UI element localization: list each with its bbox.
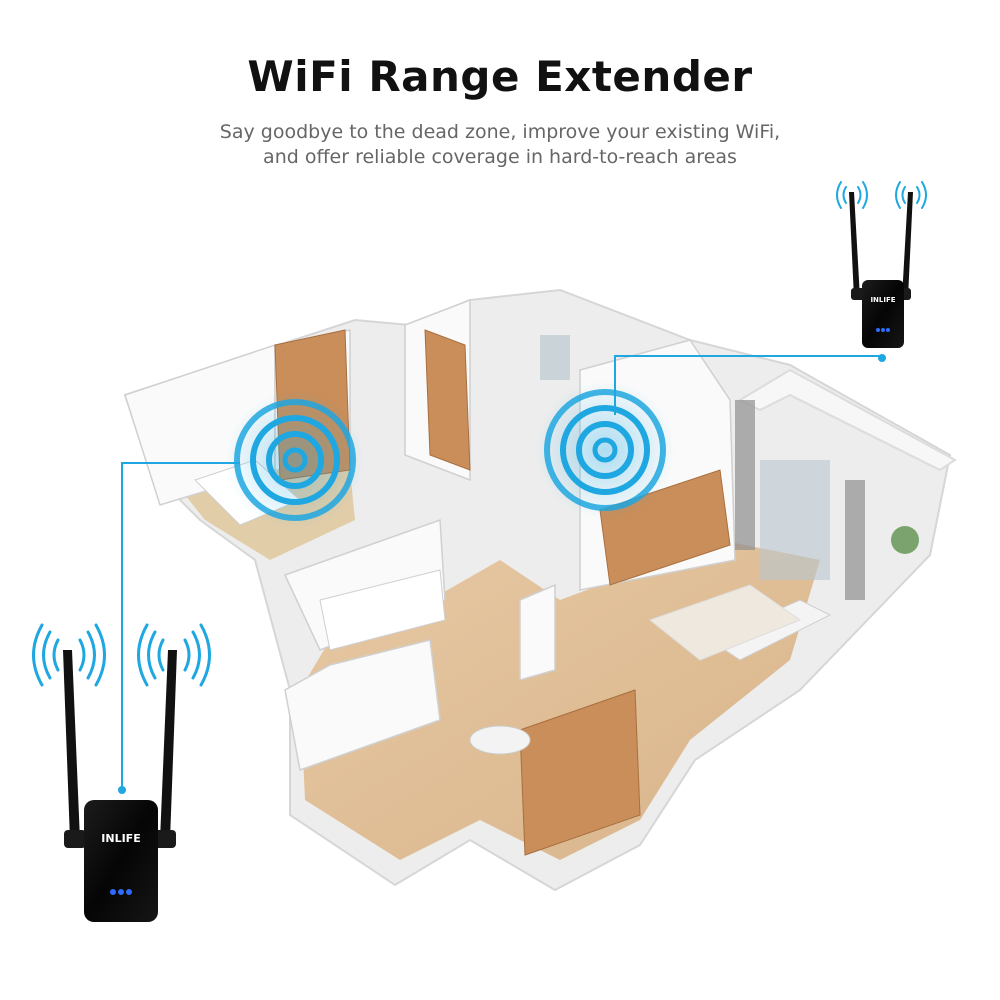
page-subtitle: Say goodbye to the dead zone, improve yo… — [0, 120, 1000, 170]
antenna-right-large — [160, 650, 177, 840]
extender-device-small: INLIFE — [849, 192, 913, 348]
led-power-large — [110, 889, 116, 895]
window-study — [540, 335, 570, 380]
subtitle-line-2: and offer reliable coverage in hard-to-r… — [263, 146, 737, 168]
connector-left — [121, 462, 240, 790]
extender-device-large: INLIFE — [63, 650, 177, 922]
wood-divider-dining — [519, 689, 641, 856]
wifi-wave-icon-left-large — [32, 623, 106, 687]
subtitle-line-1: Say goodbye to the dead zone, improve yo… — [219, 121, 781, 143]
wall-hall — [284, 639, 441, 772]
apartment-floor-plan — [123, 288, 957, 892]
connector-dot-right — [878, 354, 886, 362]
signal-ring-right — [535, 380, 675, 520]
page-title: WiFi Range Extender — [247, 52, 753, 101]
kitchen-counter — [319, 569, 446, 651]
led-signal-small — [881, 328, 885, 332]
wifi-wave-icon-right-large — [137, 623, 211, 687]
rug — [648, 584, 802, 661]
connector-right — [614, 355, 882, 415]
window-living — [760, 460, 830, 580]
antenna-left-large — [63, 650, 80, 840]
dining-table — [469, 725, 531, 755]
antenna-left-small — [849, 192, 860, 298]
wifi-wave-icon-right-small — [895, 181, 927, 209]
signal-ring-left — [225, 390, 365, 530]
connector-dot-left — [118, 786, 126, 794]
curtain-right — [845, 480, 865, 600]
connector-lines — [121, 355, 882, 790]
antenna-right-small — [902, 192, 913, 298]
wood-partition-study — [424, 329, 471, 471]
device-body-large — [84, 800, 158, 922]
led-signal-large — [118, 889, 124, 895]
device-body-small — [862, 280, 904, 348]
balcony — [737, 368, 957, 472]
wall-bath — [519, 583, 556, 681]
led-wifi-large — [126, 889, 132, 895]
tv-cabinet — [599, 469, 731, 586]
plant — [891, 526, 919, 554]
brand-logo-large: INLIFE — [101, 832, 140, 845]
led-power-small — [876, 328, 880, 332]
led-wifi-small — [886, 328, 890, 332]
curtain-left — [735, 400, 755, 550]
brand-logo-small: INLIFE — [870, 296, 895, 304]
wifi-wave-icon-left-small — [836, 181, 868, 209]
